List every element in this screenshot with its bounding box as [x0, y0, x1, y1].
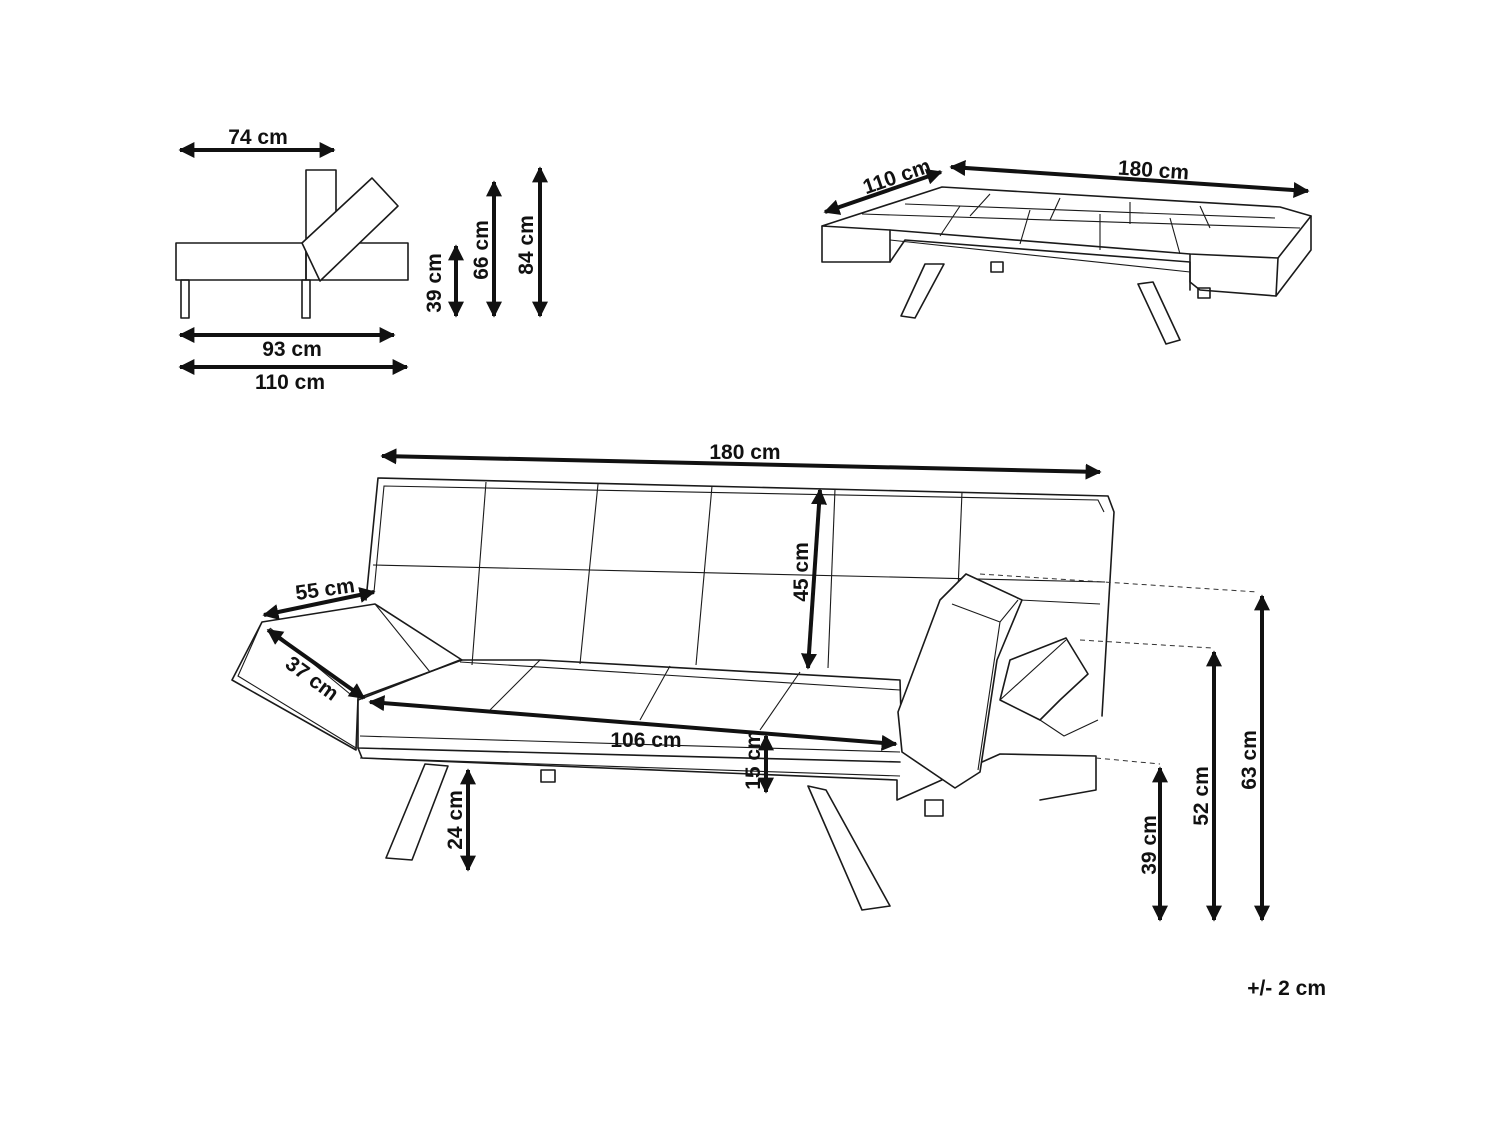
front-back-height-label: 45 cm [790, 542, 813, 602]
bed-view-dimension-arrows [823, 159, 1310, 215]
side-height-back-label: 66 cm [470, 220, 493, 280]
front-leg-label: 24 cm [444, 790, 467, 850]
front-seat-height-label: 39 cm [1138, 815, 1161, 875]
side-view-sofa-outline [175, 169, 409, 319]
bed-view: 110 cm 180 cm [821, 155, 1312, 345]
bed-width-label: 180 cm [1117, 157, 1190, 185]
front-width-label: 180 cm [709, 441, 780, 464]
front-view: 180 cm 45 cm 55 cm 37 cm 106 cm 15 cm 24… [231, 441, 1270, 922]
front-arm-length-label: 55 cm [294, 574, 356, 605]
front-view-dimension-arrows [262, 448, 1270, 922]
front-seat-width-label: 106 cm [610, 729, 681, 752]
side-height-seat-label: 39 cm [423, 253, 446, 313]
side-view: 74 cm 93 cm 110 cm 39 cm 66 cm 84 cm [175, 126, 548, 394]
bed-view-outline [821, 186, 1312, 345]
side-depth-total-label: 110 cm [255, 371, 325, 394]
front-total-height-label: 63 cm [1238, 730, 1261, 790]
side-height-total-label: 84 cm [515, 215, 538, 275]
side-depth-seat-label: 93 cm [262, 338, 322, 361]
tolerance-note: +/- 2 cm [1247, 977, 1326, 1000]
side-view-dimension-arrows [178, 142, 548, 375]
front-arm-height-label: 52 cm [1190, 766, 1213, 826]
front-cushion-label: 15 cm [742, 730, 765, 790]
front-view-outline [231, 477, 1115, 911]
side-depth-back-label: 74 cm [228, 126, 288, 149]
front-view-guide-lines [979, 573, 1259, 765]
